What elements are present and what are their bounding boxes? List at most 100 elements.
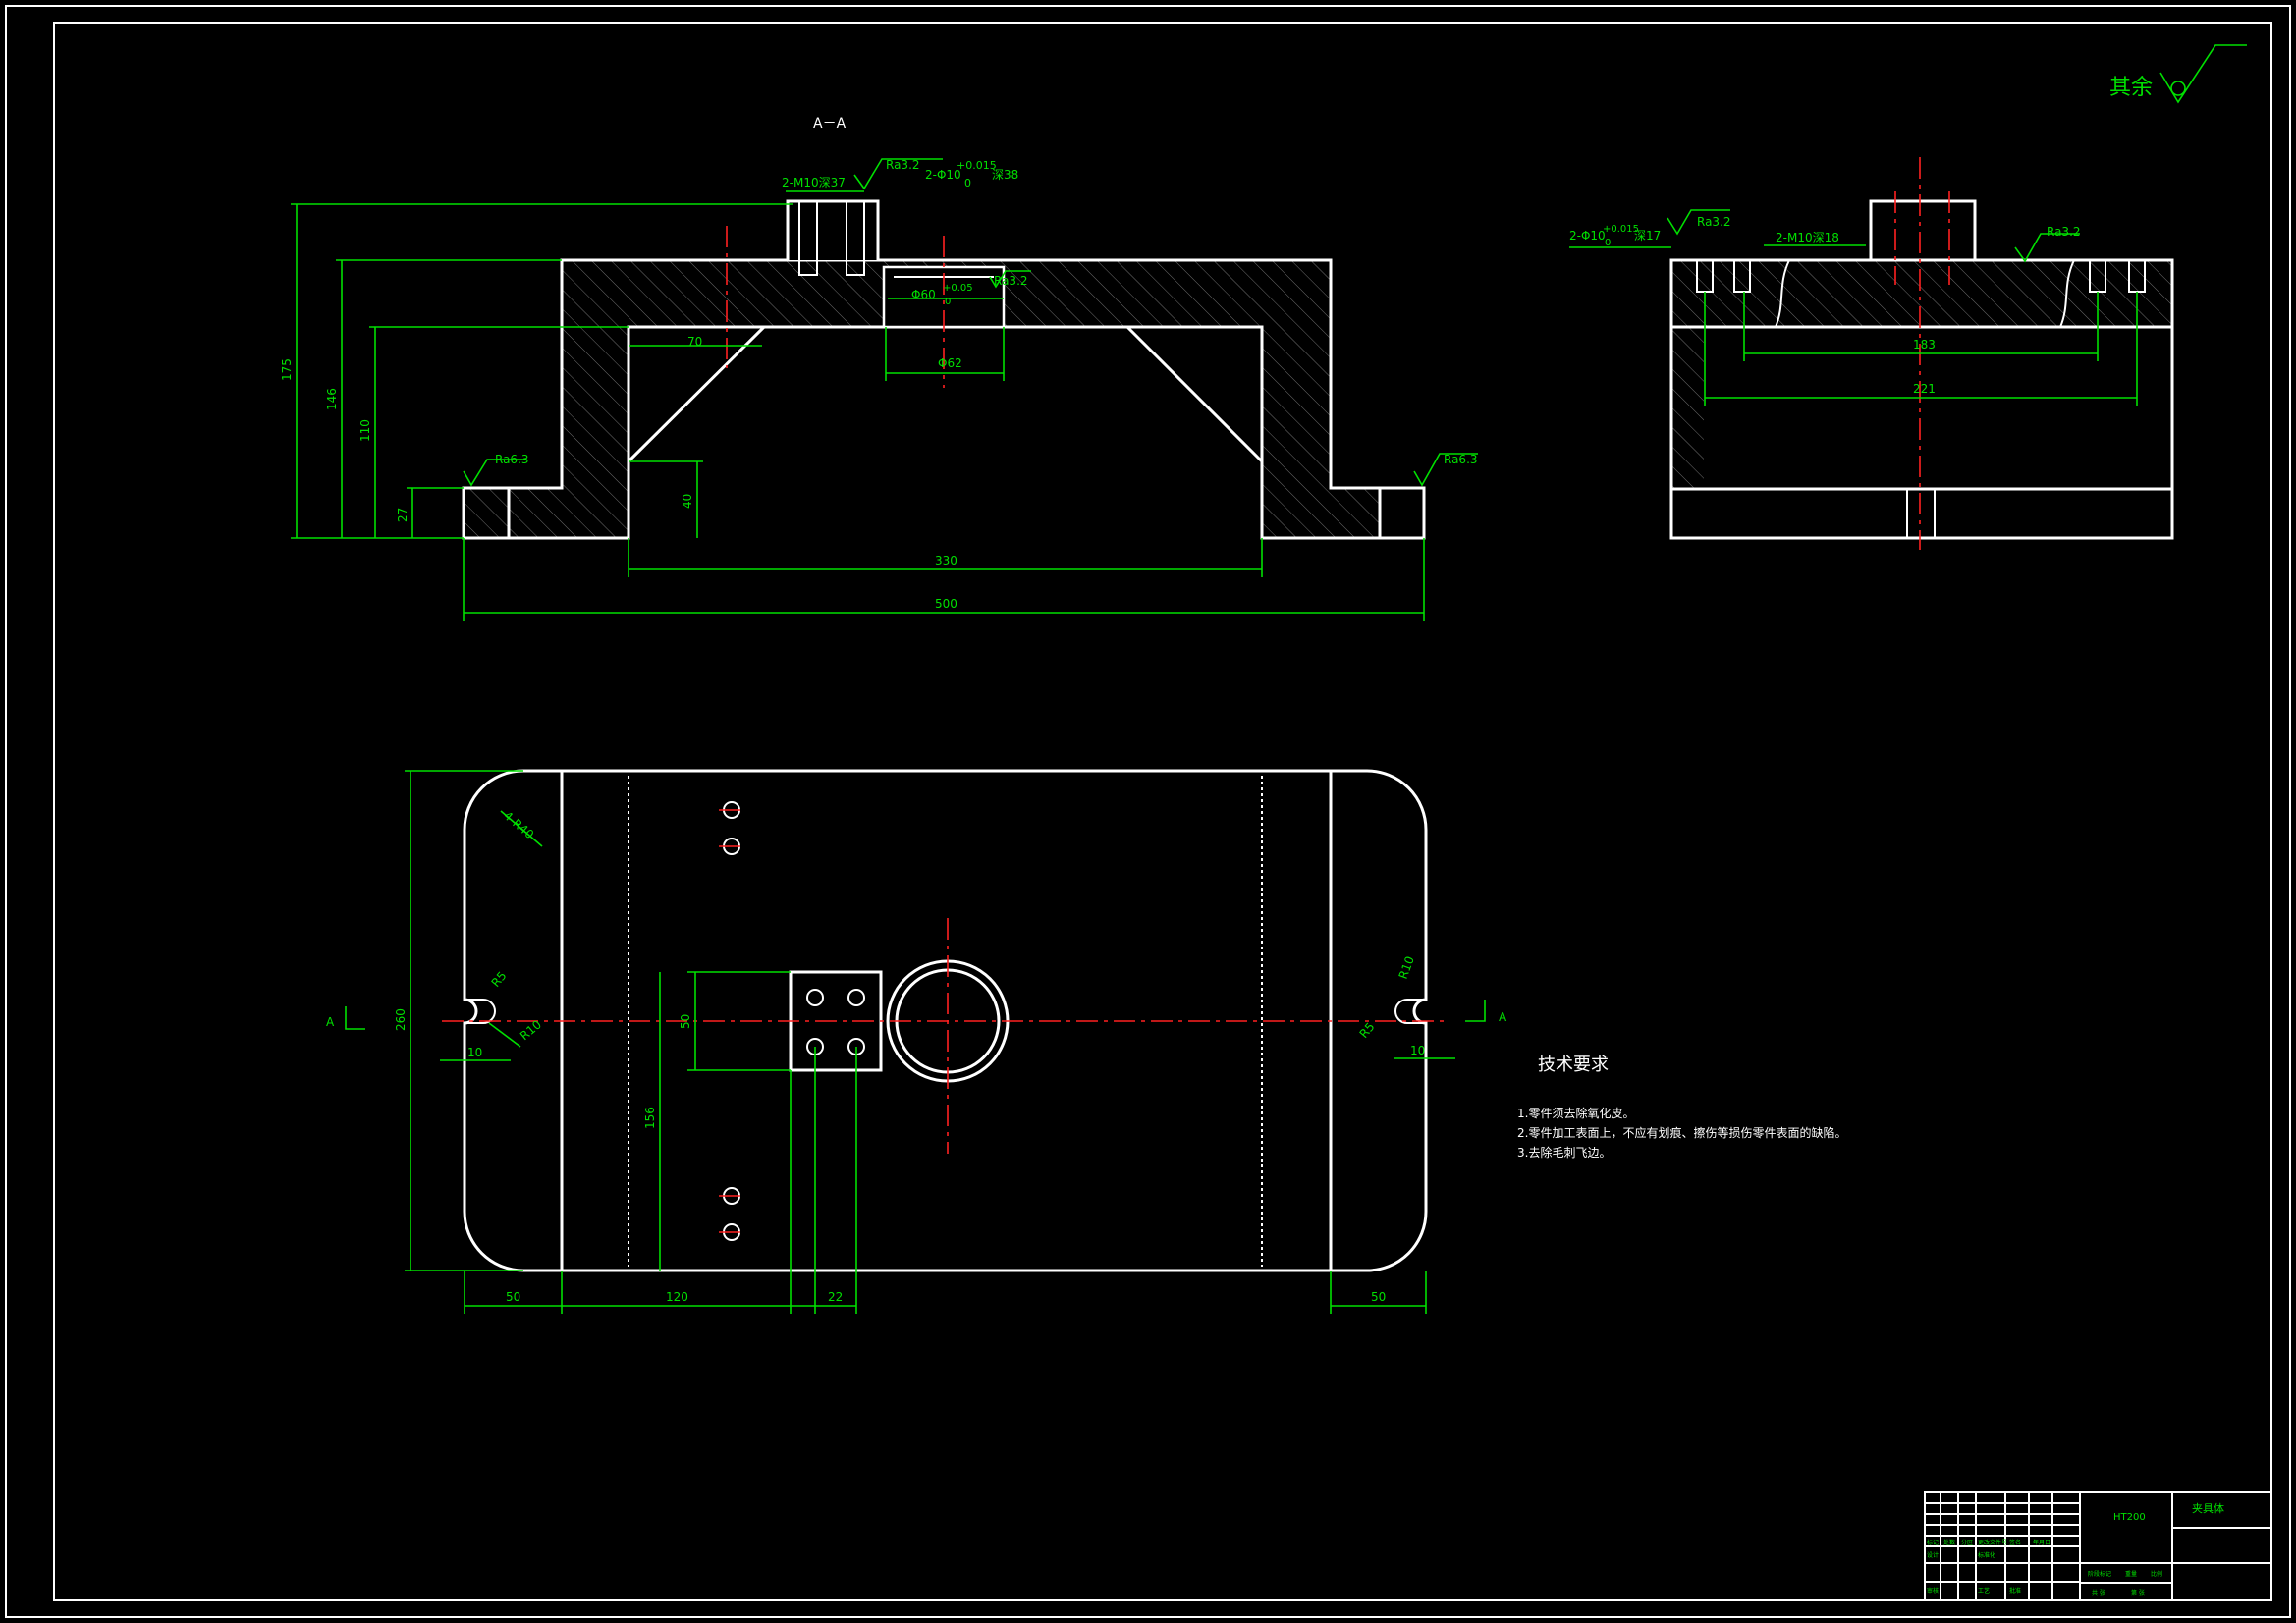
callout-pin-tol-low: 0 [964,177,971,189]
section-mark-left: A [326,1015,335,1029]
dim-110: 110 [358,419,372,442]
tb-material: HT200 [2113,1512,2146,1523]
surface-finish-rest: 其余 [2109,44,2247,104]
slot-left [465,999,496,1024]
callout-pin-tol-up: +0.015 [957,159,997,172]
plan-w-50-left: 50 [506,1290,520,1304]
tech-req-item-3: 3.去除毛刺飞边。 [1517,1145,1611,1160]
tb-sheet-0: 共 张 [2092,1589,2105,1596]
plan-view: 4-R40 R5 R10 10 260 50 156 50 120 22 50 … [326,769,1507,1314]
boss-outline [786,199,880,260]
ra-right: Ra6.3 [1444,453,1478,466]
tb-header-1: 处数 [1943,1539,1955,1546]
plan-r40-leader [500,810,543,847]
tech-req-item-2: 2.零件加工表面上，不应有划痕、擦伤等损伤零件表面的缺陷。 [1517,1125,1846,1140]
ra-symbol-bore [989,270,1031,289]
section-title: A－A [813,116,847,132]
dim-70: 70 [687,335,702,349]
plan-right-10: 10 [1410,1044,1425,1057]
tb-stage-1: 重量 [2125,1570,2137,1578]
plan-h-156: 156 [643,1107,657,1129]
dim-330: 330 [935,554,957,568]
dim-175: 175 [280,358,294,381]
dim-500: 500 [935,597,957,611]
section-arrow-right [1465,1000,1486,1022]
plan-boss-hole-2 [847,989,865,1006]
tb-header-5: 年月日 [2033,1539,2050,1546]
bore-tol-up: +0.05 [943,283,973,294]
side-pin-depth: 深17 [1634,229,1661,243]
side-pin-tol-up: +0.015 [1603,224,1639,235]
side-ra-left: Ra3.2 [1697,215,1731,229]
side-dim-221-label: 221 [1913,382,1936,396]
plan-w-50-right: 50 [1371,1290,1386,1304]
tech-req-title: 技术要求 [1538,1055,1609,1075]
roughness-symbol-rest [2159,44,2247,104]
title-block: HT200 夹具体 标记 处数 分区 更改文件号 签名 年月日 设计 标准化 审… [1924,1491,2272,1601]
slot-right [1394,999,1426,1024]
plan-outline [463,769,1428,1272]
dim-40: 40 [681,494,694,509]
side-hatch [1671,260,2172,489]
tapped-hole-2 [846,200,865,276]
rib-left [627,325,766,463]
side-pin-tol-low: 0 [1605,238,1611,248]
outer-frame [5,5,2291,1618]
surface-rest-label: 其余 [2109,76,2153,100]
side-ra-symbol-right [2014,233,2080,263]
callout-pin-depth: 深38 [992,168,1018,182]
plan-w-120: 120 [666,1290,688,1304]
tb-header-3: 更改文件号 [1978,1539,2007,1546]
side-view: 2-Φ10 +0.015 0 深17 Ra3.2 2-M10深18 Ra3.2 … [1569,157,2174,550]
ra-top: Ra3.2 [886,158,920,172]
side-break-right [2059,259,2075,328]
section-mark-right: A [1499,1010,1507,1024]
plan-corner-r: 4-R40 [501,809,536,842]
ra-symbol-left [463,459,526,487]
bore-tol-low: 0 [945,297,951,307]
side-bottom-slot [1906,488,1936,539]
tech-req-item-1: 1.零件须去除氧化皮。 [1517,1106,1634,1120]
bore-dia-outer: Φ62 [938,356,962,370]
callout-pin: 2-Φ10 [925,168,961,182]
side-ra-symbol-left [1667,209,1730,236]
plan-h-260: 260 [394,1008,408,1031]
tb-role-2: 审核 [1927,1587,1939,1595]
dim-27: 27 [396,508,410,522]
section-view-a-a: A－A 2-M10深37 Ra3.2 2-Φ10 +0.015 0 深38 Φ [280,116,1478,621]
side-tapped: 2-M10深18 [1776,231,1839,244]
tb-role-4: 批准 [2009,1587,2021,1595]
side-ra-right: Ra3.2 [2047,225,2081,239]
side-pin-callout: 2-Φ10 [1569,229,1606,243]
tb-stage-0: 阶段标记 [2088,1570,2111,1578]
tb-role-3: 工艺 [1978,1587,1990,1595]
tb-role-0: 设计 [1927,1551,1939,1559]
plan-right-r10: R10 [1396,954,1417,981]
inner-frame [53,22,2272,1601]
bore-dia-inner: Φ60 [911,288,936,301]
roughness-circle [2170,81,2186,96]
side-boss [1869,199,1977,262]
side-break-left [1775,259,1790,328]
side-hole-2 [1733,259,1751,293]
tb-stage-2: 比例 [2151,1570,2162,1578]
plan-left-10: 10 [467,1046,482,1059]
ra-symbol-right [1413,453,1478,487]
dim-146: 146 [325,388,339,410]
plan-boss-hole-1 [806,989,824,1006]
rib-right [1125,325,1264,463]
tb-part-name: 夹具体 [2192,1501,2224,1515]
tb-sheet-1: 第 张 [2131,1589,2145,1596]
plan-w-22: 22 [828,1290,843,1304]
plan-h-50: 50 [679,1014,692,1029]
plan-right-r5: R5 [1357,1020,1378,1041]
tech-requirements: 技术要求 1.零件须去除氧化皮。 2.零件加工表面上，不应有划痕、擦伤等损伤零件… [1517,1055,1846,1160]
ra-bore: Ra3.2 [994,274,1028,288]
ra-left: Ra6.3 [495,453,529,466]
ra-symbol-top [853,158,943,190]
callout-tapped: 2-M10深37 [782,176,846,189]
tb-header-2: 分区 [1961,1539,1973,1546]
tb-role-1: 标准化 [1978,1551,1995,1559]
plan-left-r10-leader [488,1022,521,1048]
